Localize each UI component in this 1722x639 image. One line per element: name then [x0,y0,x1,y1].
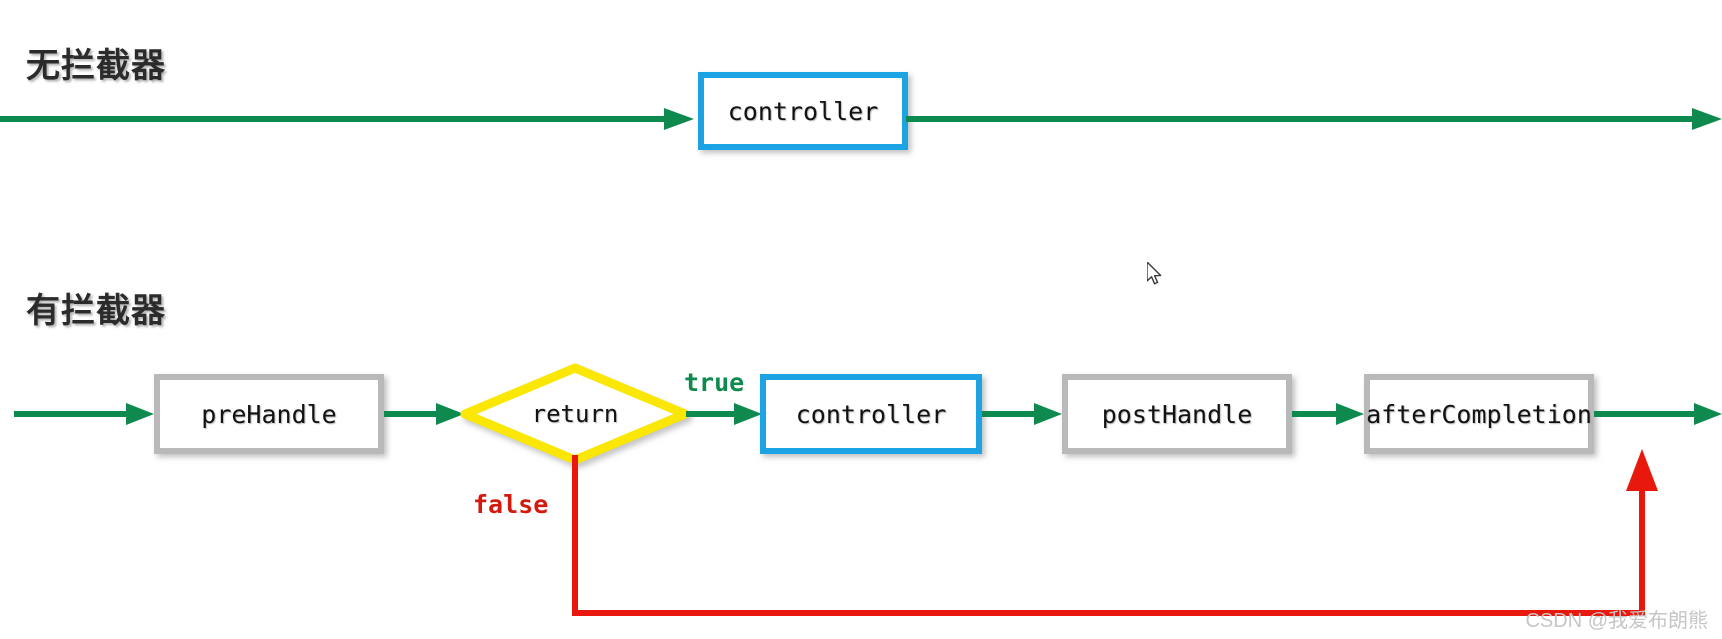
edge-return-true-to-controller [686,403,762,425]
section-title-no-interceptor: 无拦截器 [26,47,166,85]
edge-label-false: false [473,490,549,519]
edge-request-to-controller-top [0,108,700,130]
edge-request-to-prehandle [14,403,154,425]
edge-return-false-path [560,449,1670,630]
node-controller-top-label: controller [727,96,879,126]
edge-label-true: true [684,368,745,397]
node-controller-bottom[interactable]: controller [760,374,982,454]
node-aftercompletion[interactable]: afterCompletion [1364,374,1594,454]
node-aftercompletion-label: afterCompletion [1366,399,1592,429]
edge-controller-top-to-response [906,108,1722,130]
edge-prehandle-to-return [384,403,464,425]
node-posthandle-label: postHandle [1101,399,1253,429]
node-return-decision[interactable]: return [460,363,690,465]
watermark: CSDN @我爱布朗熊 [1525,610,1708,632]
section-title-with-interceptor: 有拦截器 [26,292,166,330]
node-prehandle-label: preHandle [201,399,337,429]
node-controller-top[interactable]: controller [698,72,908,150]
node-prehandle[interactable]: preHandle [154,374,384,454]
edge-aftercompletion-to-response [1594,403,1722,425]
node-posthandle[interactable]: postHandle [1062,374,1292,454]
mouse-cursor-icon [1146,261,1165,288]
node-controller-bottom-label: controller [795,399,947,429]
edge-controller-to-posthandle [982,403,1062,425]
edge-posthandle-to-aftercompletion [1292,403,1364,425]
